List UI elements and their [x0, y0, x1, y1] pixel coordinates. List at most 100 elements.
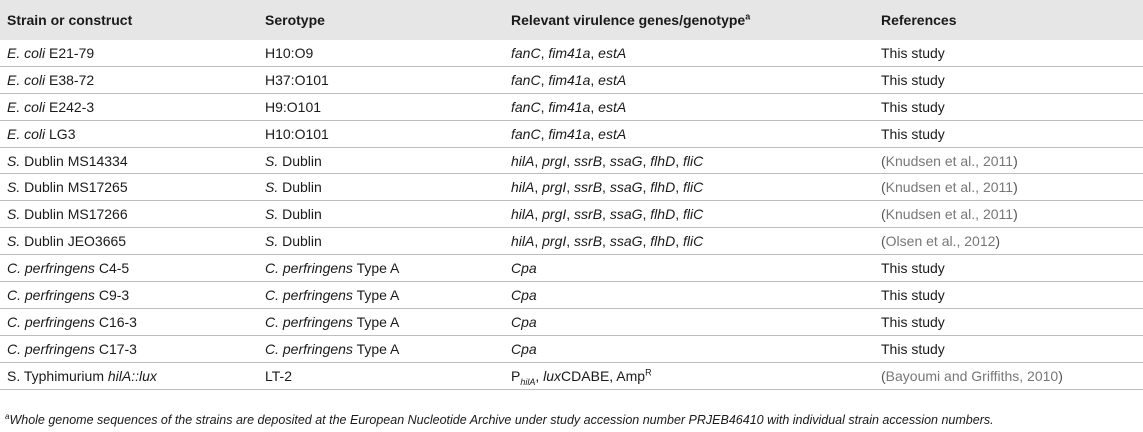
- serotype-name: H37:O101: [265, 71, 329, 88]
- citation-close-paren: ): [1058, 367, 1063, 384]
- strain-construct: hilA::lux: [107, 367, 157, 384]
- reference-text: This study: [881, 286, 945, 303]
- cell-reference: (Knudsen et al., 2011): [874, 174, 1143, 201]
- strain-id: LG3: [45, 125, 76, 142]
- serotype-genus: C. perfringens: [265, 286, 353, 303]
- serotype-genus: C. perfringens: [265, 313, 353, 330]
- serotype-genus: S.: [265, 152, 279, 169]
- cell-reference: This study: [874, 93, 1143, 120]
- gene-separator: ,: [534, 206, 543, 223]
- gene-name: estA: [598, 98, 627, 115]
- gene-name: fliC: [682, 179, 704, 196]
- gene-name: hilA: [520, 376, 536, 387]
- gene-separator: ,: [535, 367, 544, 384]
- cell-serotype: H10:O101: [258, 120, 504, 147]
- gene-separator: ,: [642, 206, 651, 223]
- gene-separator: ,: [675, 179, 683, 196]
- gene-name: ssrB: [574, 179, 603, 196]
- cell-strain: S. Dublin MS17266: [0, 201, 258, 228]
- gene-name: fliC: [682, 233, 704, 250]
- cell-serotype: LT-2: [258, 362, 504, 389]
- cell-strain: E. coli E242-3: [0, 93, 258, 120]
- cell-genes: fanC, fim41a, estA: [504, 93, 874, 120]
- cell-strain: C. perfringens C17-3: [0, 335, 258, 362]
- cell-serotype: S. Dublin: [258, 228, 504, 255]
- serotype-name: Type A: [352, 260, 400, 277]
- citation-close-paren: ): [1013, 152, 1018, 169]
- header-genes-footnote-marker: a: [745, 11, 751, 22]
- gene-separator: ,: [566, 179, 575, 196]
- cell-serotype: H37:O101: [258, 66, 504, 93]
- cell-strain: S. Typhimurium hilA::lux: [0, 362, 258, 389]
- gene-name: fanC: [511, 71, 541, 88]
- citation-link[interactable]: Bayoumi and Griffiths, 2010: [885, 367, 1059, 384]
- gene-separator: ,: [675, 233, 683, 250]
- gene-name: estA: [598, 71, 627, 88]
- cell-strain: C. perfringens C16-3: [0, 308, 258, 335]
- cell-genes: hilA, prgI, ssrB, ssaG, flhD, fliC: [504, 147, 874, 174]
- citation-open-paren: (: [881, 179, 886, 196]
- gene-name: fanC: [511, 125, 541, 142]
- citation-open-paren: (: [881, 233, 886, 250]
- gene-name: fliC: [682, 152, 704, 169]
- citation-link[interactable]: Knudsen et al., 2011: [885, 179, 1014, 196]
- gene-separator: ,: [642, 179, 651, 196]
- cell-reference: This study: [874, 308, 1143, 335]
- serotype-name: Dublin: [278, 233, 322, 250]
- serotype-name: Type A: [352, 313, 400, 330]
- gene-separator: ,: [590, 98, 599, 115]
- cell-reference: (Olsen et al., 2012): [874, 228, 1143, 255]
- serotype-genus: S.: [265, 233, 279, 250]
- gene-separator: ,: [590, 125, 599, 142]
- citation-link[interactable]: Knudsen et al., 2011: [885, 206, 1014, 223]
- gene-name: lux: [543, 367, 562, 384]
- cell-genes: Cpa: [504, 308, 874, 335]
- strain-id: E38-72: [45, 71, 95, 88]
- serotype-genus: C. perfringens: [265, 260, 353, 277]
- strain-genus: C. perfringens: [7, 286, 95, 303]
- cell-serotype: H10:O9: [258, 40, 504, 66]
- cell-genes: hilA, prgI, ssrB, ssaG, flhD, fliC: [504, 228, 874, 255]
- gene-name: prgI: [542, 152, 567, 169]
- gene-name: estA: [598, 44, 627, 61]
- gene-separator: ,: [642, 233, 651, 250]
- gene-name: ssaG: [609, 206, 643, 223]
- cell-strain: S. Dublin MS17265: [0, 174, 258, 201]
- gene-separator: ,: [590, 44, 599, 61]
- cell-strain: S. Dublin MS14334: [0, 147, 258, 174]
- reference-text: This study: [881, 71, 945, 88]
- gene-name: fim41a: [548, 98, 591, 115]
- reference-text: This study: [881, 125, 945, 142]
- gene-separator: ,: [566, 206, 575, 223]
- citation-link[interactable]: Olsen et al., 2012: [885, 233, 996, 250]
- cell-strain: C. perfringens C9-3: [0, 282, 258, 309]
- footnote-text: Whole genome sequences of the strains ar…: [9, 413, 994, 427]
- strain-genus: S.: [7, 206, 21, 223]
- strain-genus: C. perfringens: [7, 313, 95, 330]
- cell-serotype: C. perfringens Type A: [258, 282, 504, 309]
- serotype-name: H10:O9: [265, 44, 314, 61]
- serotype-name: Dublin: [278, 179, 322, 196]
- strain-id: Dublin JEO3665: [20, 233, 127, 250]
- citation-link[interactable]: Knudsen et al., 2011: [885, 152, 1014, 169]
- reference-text: This study: [881, 44, 945, 61]
- gene-separator: ,: [675, 152, 683, 169]
- serotype-genus: C. perfringens: [265, 340, 353, 357]
- gene-separator: ,: [540, 71, 549, 88]
- gene-name: ssaG: [609, 233, 643, 250]
- cell-strain: E. coli LG3: [0, 120, 258, 147]
- citation-open-paren: (: [881, 367, 886, 384]
- cell-reference: This study: [874, 335, 1143, 362]
- gene-name: flhD: [650, 179, 676, 196]
- gene-name: hilA: [511, 206, 535, 223]
- gene-name: hilA: [511, 233, 535, 250]
- cell-serotype: C. perfringens Type A: [258, 308, 504, 335]
- gene-name: Cpa: [511, 340, 537, 357]
- cell-genes: hilA, prgI, ssrB, ssaG, flhD, fliC: [504, 201, 874, 228]
